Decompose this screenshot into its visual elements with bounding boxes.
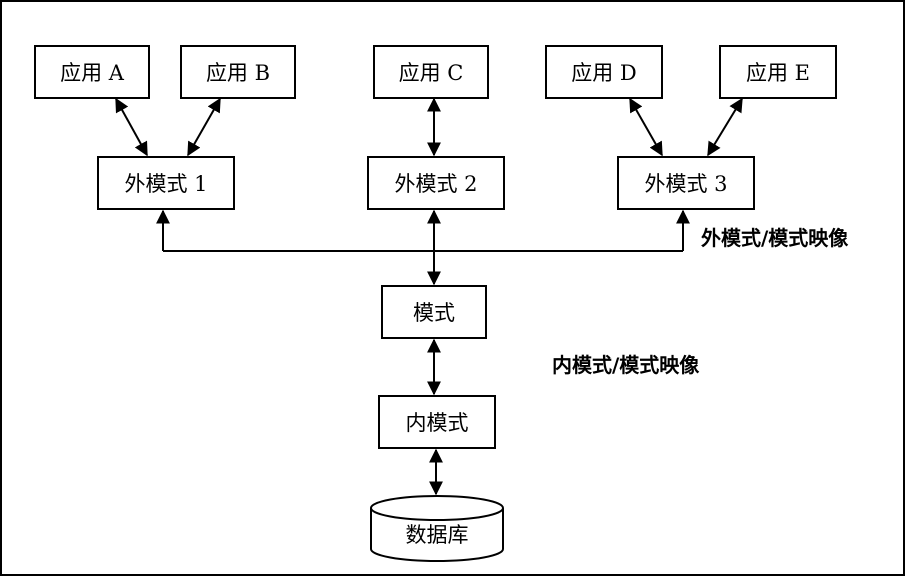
database-label: 数据库 [406,523,469,547]
schema-box: 模式 [381,285,487,339]
app-box-e: 应用 E [719,45,837,99]
app-box-b: 应用 B [180,45,296,99]
app-label-c: 应用 C [399,61,464,85]
external-schema-box-3: 外模式 3 [617,156,755,210]
arrow-app-a-external-1 [115,97,148,157]
external-schema-label-2: 外模式 2 [394,172,477,196]
app-box-d: 应用 D [545,45,663,99]
schema-label: 模式 [413,301,455,325]
external-schema-label-3: 外模式 3 [644,172,727,196]
internal-schema-label: 内模式 [406,411,469,435]
app-label-b: 应用 B [206,61,270,85]
external-schema-label-1: 外模式 1 [124,172,207,196]
arrow-app-e-external-3 [707,97,743,157]
app-box-a: 应用 A [34,45,150,99]
app-label-e: 应用 E [746,61,810,85]
app-label-a: 应用 A [60,61,125,85]
internal-schema-box: 内模式 [378,395,496,449]
database-cylinder: 数据库 [370,495,504,562]
arrow-app-b-external-1 [187,97,221,157]
app-box-c: 应用 C [373,45,489,99]
external-schema-box-2: 外模式 2 [367,156,505,210]
external-schema-box-1: 外模式 1 [97,156,235,210]
arrow-app-d-external-3 [629,97,663,157]
internal-mapping-label: 内模式/模式映像 [552,353,700,377]
external-mapping-label: 外模式/模式映像 [701,226,849,250]
app-label-d: 应用 D [571,61,637,85]
